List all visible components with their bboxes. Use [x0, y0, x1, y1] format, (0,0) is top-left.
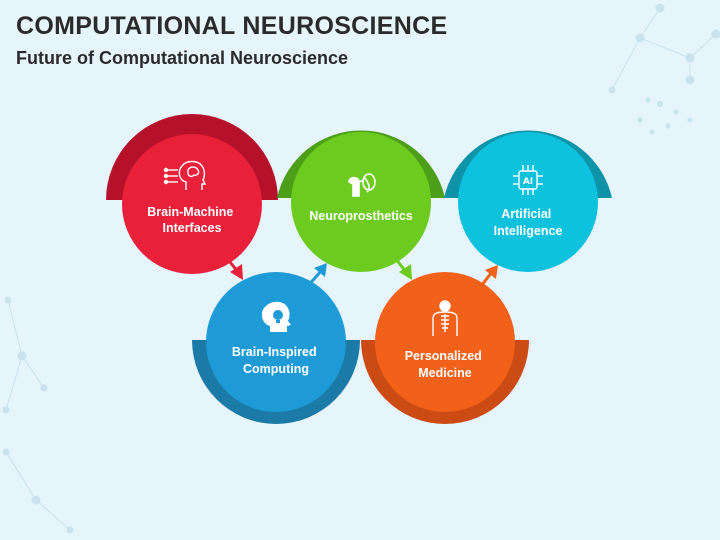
prosthetic-arm-icon — [348, 173, 376, 197]
node-circle — [291, 132, 431, 272]
ai-chip-icon: AI — [513, 165, 543, 195]
node-label: Personalized Medicine — [405, 349, 486, 380]
brain-head-icon — [163, 160, 207, 190]
body-scan-icon — [432, 300, 458, 336]
network-decoration — [2, 3, 720, 534]
svg-text:AI: AI — [523, 177, 533, 187]
node-brain-machine-interfaces: Brain-Machine Interfaces — [122, 134, 262, 274]
page-title: COMPUTATIONAL NEUROSCIENCE — [16, 12, 448, 40]
node-personalized-medicine: Personalized Medicine — [375, 272, 515, 412]
arrow-to-neuroprosthetics — [314, 263, 327, 277]
arrow-to-brain-inspired — [230, 264, 243, 280]
node-artificial-intelligence: AI Artificial Intelligence — [458, 132, 598, 272]
node-circle — [122, 134, 262, 274]
node-label: Artificial Intelligence — [494, 207, 563, 238]
arrow-to-personalized-medicine — [399, 264, 412, 280]
arrow-to-artificial-intelligence — [485, 265, 498, 279]
page-subtitle: Future of Computational Neuroscience — [16, 48, 349, 68]
node-circle — [458, 132, 598, 272]
node-label: Brain-Machine Interfaces — [147, 205, 237, 235]
node-circle — [206, 272, 346, 412]
node-brain-inspired-computing: Brain-Inspired Computing — [206, 272, 346, 412]
head-lightbulb-icon — [261, 301, 291, 332]
node-label: Brain-Inspired Computing — [232, 345, 320, 376]
node-circle — [375, 272, 515, 412]
node-neuroprosthetics: Neuroprosthetics — [291, 132, 431, 272]
node-label: Neuroprosthetics — [309, 209, 413, 223]
